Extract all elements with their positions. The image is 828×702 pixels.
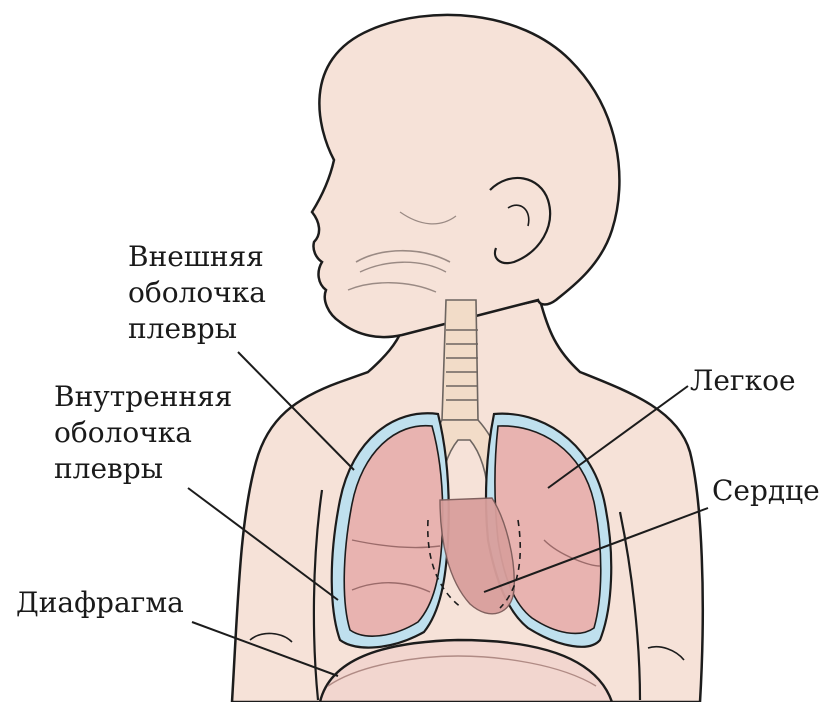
label-inner-pleura-3: плевры [54,452,163,485]
head [312,15,619,337]
label-outer-pleura-1: Внешняя [128,240,264,273]
label-inner-pleura-2: оболочка [54,416,192,449]
label-diaphragm: Диафрагма [16,586,184,619]
label-heart: Сердце [712,474,820,507]
label-lung: Легкое [690,364,796,397]
label-outer-pleura-2: оболочка [128,276,266,309]
label-inner-pleura-1: Внутренняя [54,380,232,413]
label-outer-pleura-3: плевры [128,312,237,345]
